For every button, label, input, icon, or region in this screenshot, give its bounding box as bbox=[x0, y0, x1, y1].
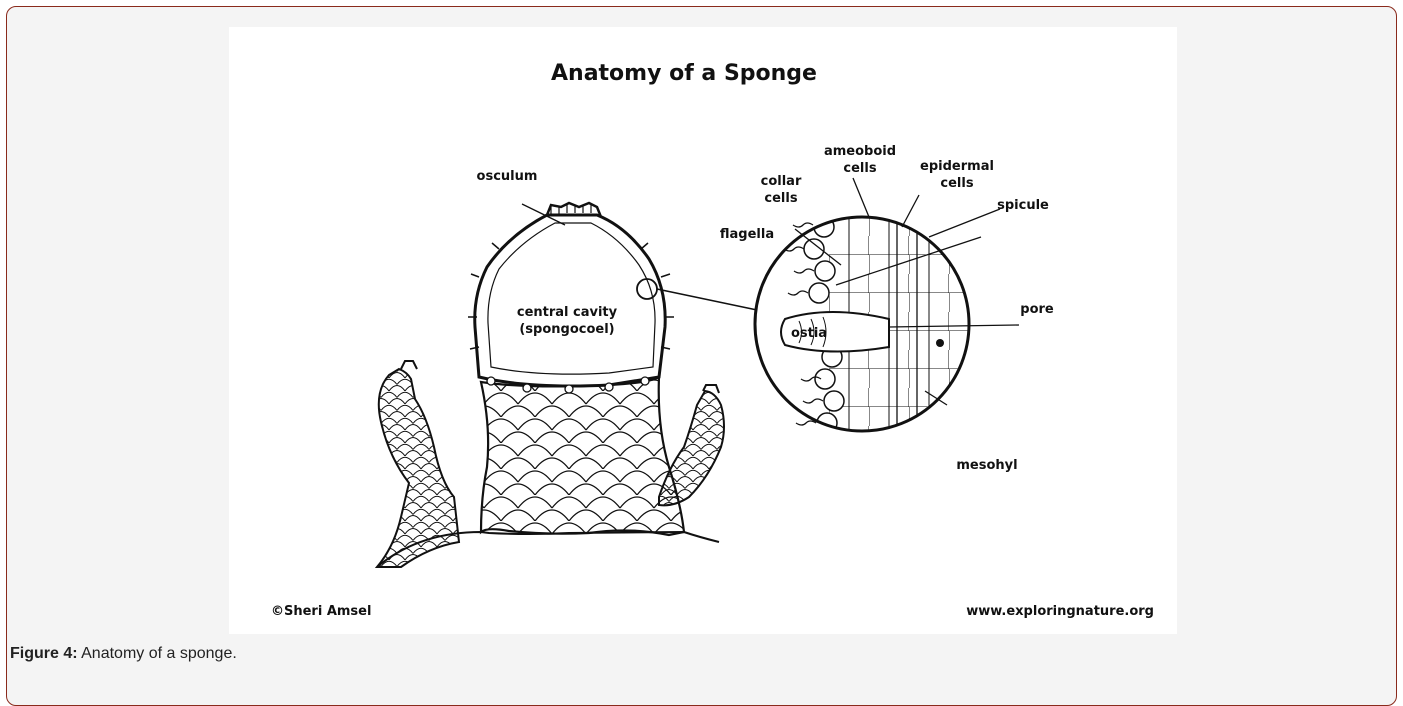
sponge-diagram: Anatomy of a Sponge bbox=[229, 27, 1177, 634]
sponge-figure: Anatomy of a Sponge bbox=[229, 27, 1177, 634]
label-spicule: spicule bbox=[997, 198, 1049, 213]
label-ostia: ostia bbox=[791, 326, 827, 341]
left-sponge-body bbox=[377, 361, 459, 567]
label-collar: collar bbox=[761, 174, 802, 189]
credit-author: ©Sheri Amsel bbox=[271, 604, 371, 619]
caption-label: Figure 4: bbox=[10, 645, 78, 662]
diagram-title: Anatomy of a Sponge bbox=[551, 61, 817, 86]
label-spongocoel: (spongocoel) bbox=[519, 322, 614, 337]
label-flagella: flagella bbox=[720, 227, 774, 242]
label-pore: pore bbox=[1020, 302, 1054, 317]
figure-caption: Figure 4: Anatomy of a sponge. bbox=[10, 645, 237, 663]
label-collar-cells: cells bbox=[764, 191, 797, 206]
label-osculum: osculum bbox=[477, 169, 538, 184]
label-ameoboid: ameoboid bbox=[824, 144, 896, 159]
label-epidermal: epidermal bbox=[920, 159, 994, 174]
label-mesohyl: mesohyl bbox=[956, 458, 1017, 473]
label-epidermal-cells: cells bbox=[940, 176, 973, 191]
caption-text: Anatomy of a sponge. bbox=[78, 645, 237, 662]
credit-website: www.exploringnature.org bbox=[966, 604, 1154, 619]
label-ameoboid-cells: cells bbox=[843, 161, 876, 176]
label-central-cavity: central cavity bbox=[517, 305, 618, 320]
magnify-connector-line bbox=[657, 289, 757, 310]
